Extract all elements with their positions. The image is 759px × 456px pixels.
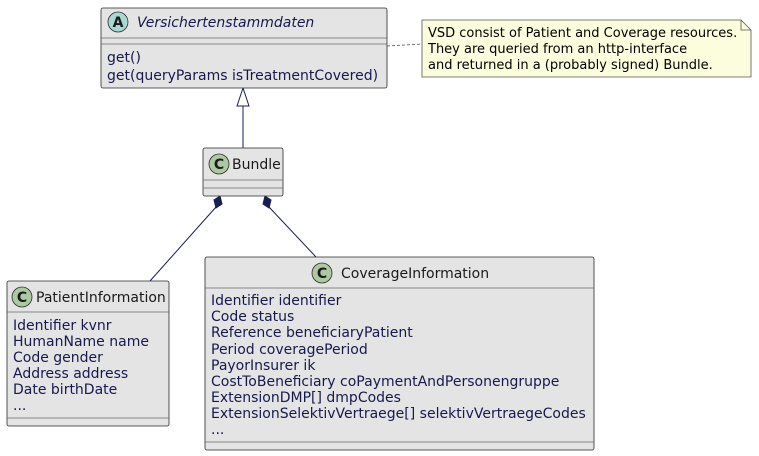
field: Reference beneficiaryPatient (211, 325, 413, 341)
stereotype-letter: C (317, 266, 327, 282)
composition-diamond-coverage (262, 195, 272, 209)
class-patientinformation[interactable]: C PatientInformation Identifier kvnr Hum… (6, 280, 170, 427)
class-coverageinformation[interactable]: C CoverageInformation Identifier identif… (204, 256, 595, 451)
inheritance-arrowhead (236, 86, 250, 107)
field: ... (211, 422, 224, 438)
field: ... (13, 398, 26, 414)
class-name: CoverageInformation (341, 266, 489, 282)
class-name: Bundle (232, 157, 281, 173)
field: HumanName name (13, 334, 149, 350)
class-badge-icon (311, 262, 333, 284)
composition-line-coverage (268, 206, 317, 258)
field: Identifier identifier (211, 293, 342, 309)
field: Identifier kvnr (13, 318, 112, 334)
field: ExtensionSelektivVertraege[] selektivVer… (211, 406, 586, 422)
stereotype-letter: A (113, 15, 124, 31)
class-badge-icon (11, 286, 33, 308)
field: Date birthDate (13, 382, 117, 398)
note-line: They are queried from an http-interface (427, 42, 687, 57)
relations (149, 43, 423, 282)
note: VSD consist of Patient and Coverage reso… (421, 19, 752, 78)
field: Code gender (13, 350, 103, 366)
class-badge-icon (208, 153, 230, 175)
abstract-class-badge-icon (107, 11, 129, 33)
class-bundle[interactable]: C Bundle (202, 147, 284, 197)
note-line: and returned in a (probably signed) Bund… (428, 58, 713, 73)
field: Code status (211, 309, 294, 325)
class-name: PatientInformation (36, 290, 166, 306)
note-line: VSD consist of Patient and Coverage reso… (428, 26, 737, 41)
field: PayorInsurer ik (211, 358, 316, 374)
field: Address address (13, 366, 128, 382)
field: Period coveragePeriod (211, 342, 368, 358)
method: get() (107, 50, 141, 66)
field: ExtensionDMP[] dmpCodes (211, 390, 401, 406)
field: CostToBeneficiary coPaymentAndPersonengr… (211, 374, 559, 390)
method: get(queryParams isTreatmentCovered) (107, 68, 378, 84)
stereotype-letter: C (214, 157, 224, 173)
composition-diamond-patient (213, 195, 223, 209)
note-connector (386, 43, 423, 47)
composition-line-patient (149, 206, 217, 282)
stereotype-letter: C (17, 290, 27, 306)
class-name: Versichertenstammdaten (137, 15, 314, 31)
class-versichertenstammdaten[interactable]: A Versichertenstammdaten get() get(query… (100, 7, 388, 89)
